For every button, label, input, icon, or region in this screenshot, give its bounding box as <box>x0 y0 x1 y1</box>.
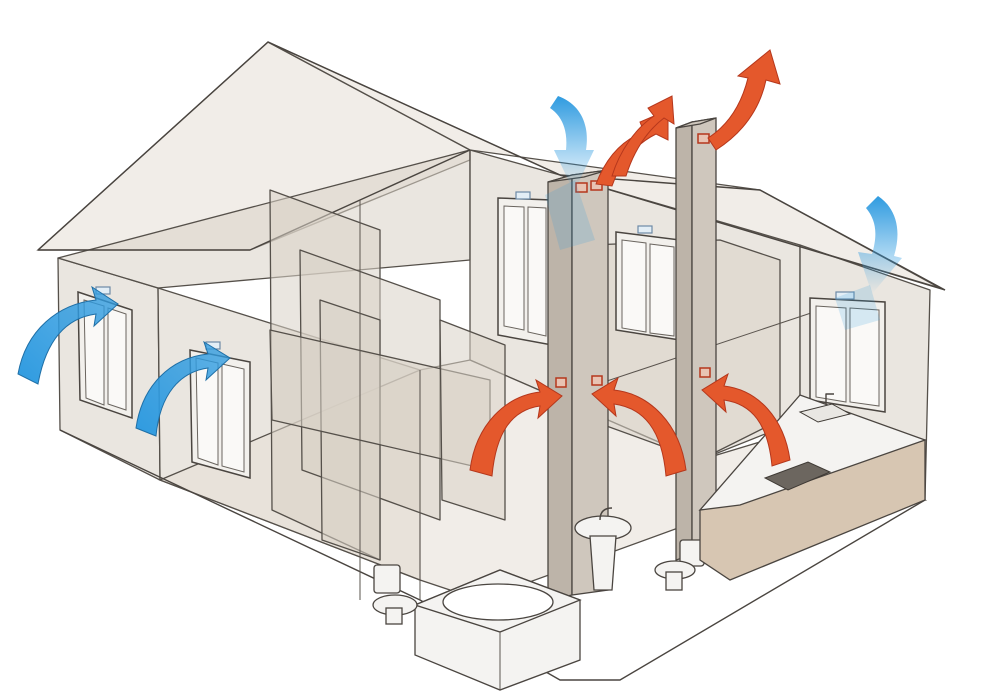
window-upper-middle <box>497 191 553 346</box>
duct-2-front <box>691 117 717 556</box>
exhaust-arrow-roof-2-icon <box>611 95 675 177</box>
duct-1-inlet-b <box>591 375 603 386</box>
duct-1-outlet-b <box>590 180 603 191</box>
fixtures <box>372 393 927 691</box>
toilet-right <box>654 539 705 591</box>
window-right <box>809 291 886 413</box>
duct-2-side <box>675 121 693 561</box>
window-front-left <box>189 341 251 479</box>
supply-arrow-front-icon <box>135 340 231 437</box>
interior-partitions <box>269 189 821 600</box>
supply-vent-right <box>835 291 855 300</box>
duct-2-top <box>675 117 717 129</box>
kitchen-sink-icon <box>798 403 852 423</box>
exhaust-arrow-roof-3-icon <box>707 49 781 151</box>
duct-1-inlet-a <box>555 377 567 388</box>
exhaust-airflow <box>469 49 791 477</box>
supply-arrow-roof-center-icon <box>550 96 594 192</box>
window-kitchen-back <box>615 225 681 341</box>
supply-stream-right <box>835 285 880 330</box>
supply-vent-upper <box>515 191 531 200</box>
duct-2-outlet <box>697 133 710 144</box>
bathtub <box>413 569 582 691</box>
supply-arrow-roof-right-icon <box>858 196 902 294</box>
toilet-left <box>372 564 418 625</box>
exhaust-arrow-1-icon <box>469 378 563 477</box>
floor-edge <box>59 429 926 681</box>
exhaust-arrow-2-icon <box>591 376 687 477</box>
kitchen-counter <box>698 393 927 581</box>
supply-vent-kitchen-back <box>637 225 653 234</box>
roof-outline <box>37 41 946 291</box>
supply-airflow <box>17 96 902 437</box>
windows <box>77 191 886 479</box>
eave-left <box>38 149 471 251</box>
exhaust-arrow-3-icon <box>701 372 791 467</box>
duct-2-inlet <box>699 367 711 378</box>
window-left <box>77 286 133 420</box>
bathroom-sink <box>574 507 632 591</box>
supply-arrow-left-icon <box>17 285 119 385</box>
supply-stream-upper <box>545 180 595 250</box>
stove-icon <box>763 461 832 491</box>
